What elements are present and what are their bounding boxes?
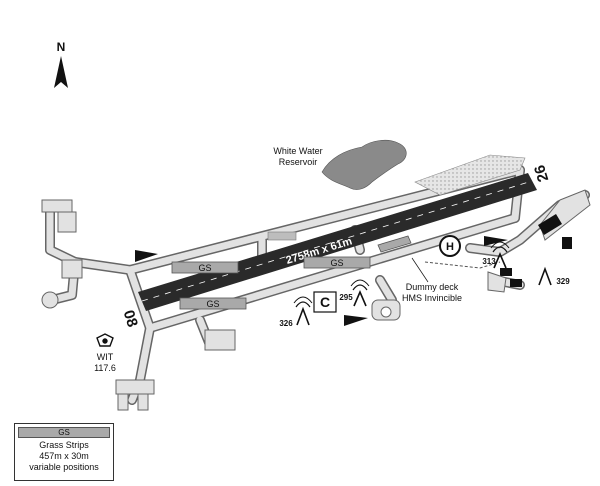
- legend-swatch: GS: [18, 427, 110, 438]
- north-arrow: N: [50, 40, 72, 97]
- runway-end-26: 26: [531, 163, 552, 184]
- legend-line-1: Grass Strips: [39, 440, 89, 450]
- windsock-east: [484, 236, 508, 246]
- nav-aid-326-label: 326: [279, 319, 293, 328]
- windsock-south: [344, 315, 368, 326]
- nav-aid-329: [538, 266, 552, 286]
- runway-end-08: 08: [120, 308, 141, 329]
- nav-aid-326: [293, 296, 313, 326]
- reservoir-label-1: White Water: [273, 146, 322, 156]
- reservoir-label-2: Reservoir: [279, 157, 318, 167]
- windsock-west: [135, 250, 158, 262]
- legend-line-2: 457m x 30m: [39, 451, 89, 461]
- helipad: [439, 235, 461, 257]
- nav-aid-313: [490, 241, 510, 269]
- nav-aid-295-label: 295: [339, 293, 353, 302]
- vor-frequency: 117.6: [94, 363, 116, 373]
- legend-line-3: variable positions: [29, 462, 99, 472]
- map-legend: GS Grass Strips 457m x 30m variable posi…: [14, 423, 114, 481]
- nav-aid-295: [350, 279, 370, 307]
- grass-strip-label-3: GS: [330, 258, 343, 268]
- control-tower-label: C: [320, 294, 330, 310]
- grass-strip-label-2: GS: [206, 299, 219, 309]
- dummy-deck-label-1: Dummy deck: [406, 282, 459, 292]
- east-complex: [487, 189, 591, 293]
- vor-ident: WIT: [97, 352, 114, 362]
- vor-icon: [96, 333, 114, 347]
- south-dispersal: [371, 299, 401, 321]
- nav-aid-329-label: 329: [556, 277, 570, 286]
- north-label: N: [56, 40, 66, 54]
- grass-strips: [171, 231, 412, 310]
- runway: [138, 173, 537, 311]
- west-dispersal: [41, 199, 236, 411]
- helipad-label: H: [446, 241, 454, 253]
- nav-aid-313-label: 313: [482, 257, 496, 266]
- dashed-track: [424, 261, 501, 269]
- control-tower: [313, 291, 337, 313]
- reservoir: [321, 139, 407, 190]
- north-arrow-icon: [54, 56, 68, 88]
- grass-strip-label-1: GS: [198, 263, 211, 273]
- stippled-apron: [414, 154, 526, 196]
- dummy-deck-label-2: HMS Invincible: [402, 293, 462, 303]
